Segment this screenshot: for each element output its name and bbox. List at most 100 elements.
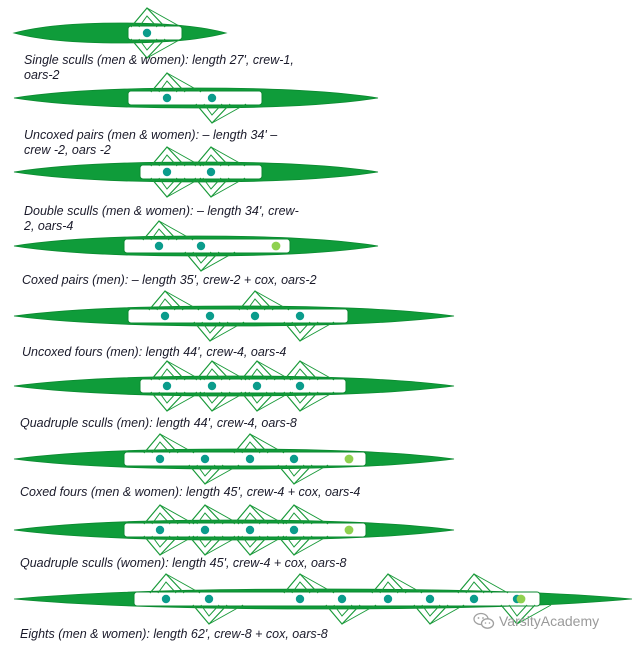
- boat-cockpit: [133, 591, 541, 607]
- rigger-frame: [333, 604, 353, 617]
- rigger-brace: [210, 177, 246, 198]
- rigger-brace: [204, 535, 240, 556]
- rigger-frame: [200, 604, 220, 617]
- rigger-frame: [158, 391, 178, 404]
- rigger-brace: [211, 360, 247, 381]
- rigger-frame: [285, 512, 305, 525]
- rigger-brace: [159, 433, 195, 454]
- rigger-frame: [248, 391, 268, 404]
- caption-coxed-pairs: Coxed pairs (men): – length 35', crew-2 …: [22, 273, 317, 288]
- rower-seat: [155, 525, 165, 535]
- rigger-frame: [421, 604, 441, 617]
- caption-line: Quadruple sculls (women): length 45', cr…: [20, 556, 347, 570]
- rigger-frame: [151, 512, 171, 525]
- rigger-brace: [159, 535, 195, 556]
- caption-line: Eights (men & women): length 62', crew-8…: [20, 627, 328, 641]
- rigger-brace: [299, 360, 335, 381]
- caption-quadruple-sculls-women: Quadruple sculls (women): length 45', cr…: [20, 556, 347, 571]
- caption-line: Uncoxed pairs (men & women): – length 34…: [24, 128, 278, 142]
- boat-cockpit: [123, 451, 367, 467]
- rigger-frame: [202, 177, 222, 190]
- rigger-frame: [196, 512, 216, 525]
- rigger-frame: [158, 80, 178, 93]
- rower-seat: [142, 28, 152, 38]
- rower-seat: [295, 311, 305, 321]
- rigger-frame: [203, 368, 223, 381]
- rower-seat: [161, 594, 171, 604]
- caption-eights: Eights (men & women): length 62', crew-8…: [20, 627, 328, 642]
- rower-seat: [205, 311, 215, 321]
- rower-seat: [245, 525, 255, 535]
- rigger-brace: [341, 604, 377, 625]
- rigger-frame: [246, 298, 266, 311]
- caption-line: Coxed pairs (men): – length 35', crew-2 …: [22, 273, 317, 287]
- caption-line: Coxed fours (men & women): length 45', c…: [20, 485, 361, 499]
- caption-line: 2, oars-4: [24, 219, 74, 233]
- rower-seat: [154, 241, 164, 251]
- rigger-brace: [293, 464, 329, 485]
- rigger-brace: [204, 504, 240, 525]
- rigger-brace: [200, 251, 236, 272]
- rigger-brace: [210, 146, 246, 167]
- rigger-frame: [291, 391, 311, 404]
- rigger-brace: [146, 7, 182, 28]
- rigger-frame: [291, 581, 311, 594]
- rigger-brace: [166, 72, 202, 93]
- caption-line: Single sculls (men & women): length 27',…: [24, 53, 294, 67]
- rower-seat: [295, 381, 305, 391]
- rigger-frame: [158, 177, 178, 190]
- rigger-brace: [158, 220, 194, 241]
- caption-line: Uncoxed fours (men): length 44', crew-4,…: [22, 345, 287, 359]
- cox-seat: [516, 594, 526, 604]
- boat-cockpit: [139, 378, 347, 394]
- rigger-frame: [158, 368, 178, 381]
- boat-cockpit: [127, 308, 349, 324]
- caption-line: oars-2: [24, 68, 60, 82]
- rower-seat: [207, 381, 217, 391]
- rigger-brace: [516, 604, 552, 625]
- caption-uncoxed-pairs: Uncoxed pairs (men & women): – length 34…: [24, 128, 277, 158]
- rigger-brace: [211, 391, 247, 412]
- rigger-frame: [196, 535, 216, 548]
- rigger-brace: [146, 38, 182, 59]
- rower-seat: [155, 454, 165, 464]
- cox-seat: [271, 241, 281, 251]
- rigger-frame: [151, 535, 171, 548]
- caption-quadruple-sculls-men: Quadruple sculls (men): length 44', crew…: [20, 416, 297, 431]
- cox-seat: [344, 525, 354, 535]
- caption-double-sculls: Double sculls (men & women): – length 34…: [24, 204, 299, 234]
- rower-seat: [250, 311, 260, 321]
- rigger-brace: [473, 573, 509, 594]
- rigger-brace: [166, 146, 202, 167]
- caption-coxed-fours: Coxed fours (men & women): length 45', c…: [20, 485, 360, 500]
- rigger-frame: [138, 15, 158, 28]
- rigger-frame: [291, 321, 311, 334]
- rigger-frame: [158, 154, 178, 167]
- rigger-frame: [248, 368, 268, 381]
- rigger-frame: [202, 154, 222, 167]
- rigger-frame: [241, 441, 261, 454]
- watermark-text: VarsityAcademy: [499, 613, 600, 629]
- rower-seat: [160, 311, 170, 321]
- rigger-frame: [156, 298, 176, 311]
- rigger-brace: [166, 177, 202, 198]
- rigger-frame: [285, 535, 305, 548]
- boat-hull: [12, 22, 228, 44]
- rigger-brace: [293, 504, 329, 525]
- rower-seat: [295, 594, 305, 604]
- rower-seat: [162, 381, 172, 391]
- rigger-brace: [256, 391, 292, 412]
- rigger-frame: [151, 441, 171, 454]
- rigger-brace: [249, 535, 285, 556]
- caption-line: Quadruple sculls (men): length 44', crew…: [20, 416, 297, 430]
- rigger-frame: [150, 228, 170, 241]
- rigger-brace: [299, 391, 335, 412]
- cox-seat: [344, 454, 354, 464]
- rigger-frame: [291, 368, 311, 381]
- rower-seat: [252, 381, 262, 391]
- rigger-frame: [138, 38, 158, 51]
- rigger-frame: [241, 512, 261, 525]
- rigger-brace: [209, 321, 245, 342]
- rigger-brace: [204, 464, 240, 485]
